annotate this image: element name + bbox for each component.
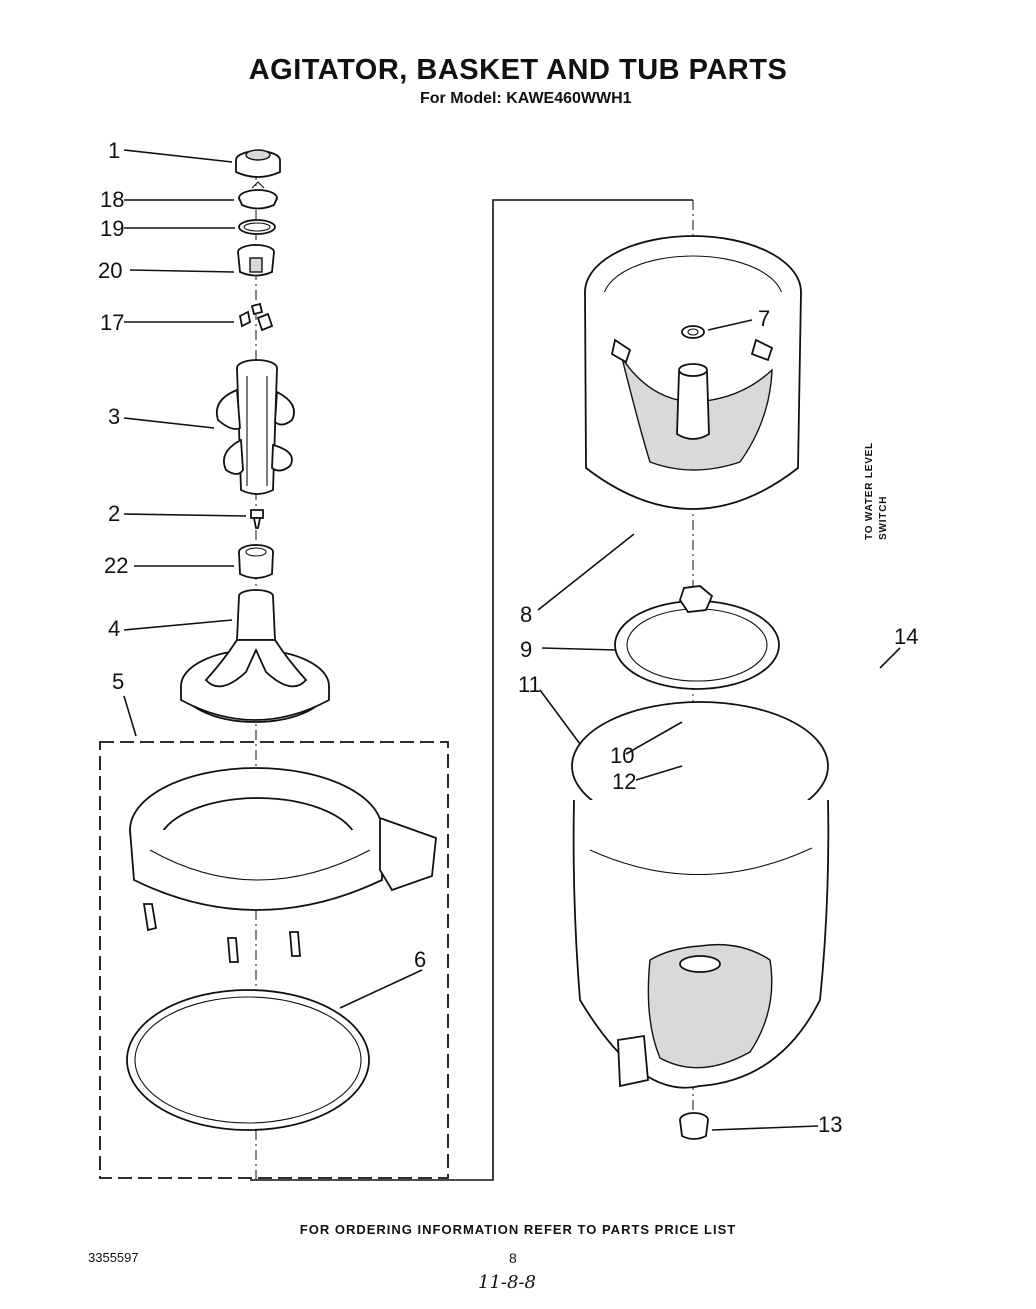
callout-7: 7 [758,306,770,331]
callout-13: 13 [818,1112,842,1137]
part-19-ring-inner [243,222,271,232]
part-6-seal-ring [126,989,370,1131]
bracket-line [250,199,693,1181]
callout-9: 9 [520,637,532,662]
water-level-line1: TO WATER LEVEL [864,442,875,540]
callout-3: 3 [108,404,120,429]
callout-18: 18 [100,187,124,212]
part-2-screw [250,509,264,529]
page-number: 8 [509,1250,517,1266]
part-7-nut [681,325,705,339]
part-3-agitator [216,359,295,495]
part-5-tub-ring [129,767,437,963]
callout-17: 17 [100,310,124,335]
ordering-note: FOR ORDERING INFORMATION REFER TO PARTS … [299,1222,737,1237]
callout-12: 12 [612,769,636,794]
callout-1: 1 [108,138,120,163]
callout-10: 10 [610,743,634,768]
part-17-agitator-dogs [238,302,274,332]
callout-22: 22 [104,553,128,578]
callout-5: 5 [112,669,124,694]
part-8-basket [584,235,802,510]
part-20-dog-housing [237,244,275,277]
page-title: AGITATOR, BASKET AND TUB PARTS [248,54,788,86]
part-9-hub-ring [614,585,780,690]
part-11-outer-tub [571,701,830,1089]
callout-8: 8 [520,602,532,627]
callout-19: 19 [100,216,124,241]
part-1-agitator-cap [235,149,281,178]
callout-6: 6 [414,947,426,972]
dashed-group-box [99,741,449,1179]
part-13-cap [679,1112,709,1140]
model-subtitle: For Model: KAWE460WWH1 [420,90,632,107]
callout-4: 4 [108,616,120,641]
part-4-drive-block [180,589,330,723]
callout-14: 14 [894,624,918,649]
water-level-line2: SWITCH [878,496,889,540]
water-level-label: TO WATER LEVEL SWITCH [864,442,889,540]
part-19-ring [238,219,276,235]
callout-11: 11 [518,672,541,697]
callout-20: 20 [98,258,122,283]
document-number: 3355597 [88,1250,139,1265]
part-18-cam [238,181,278,210]
leader-lines [123,149,901,1131]
part-22-bearing [238,544,274,579]
callout-2: 2 [108,501,120,526]
handwritten-date: 11-8-8 [478,1272,536,1293]
